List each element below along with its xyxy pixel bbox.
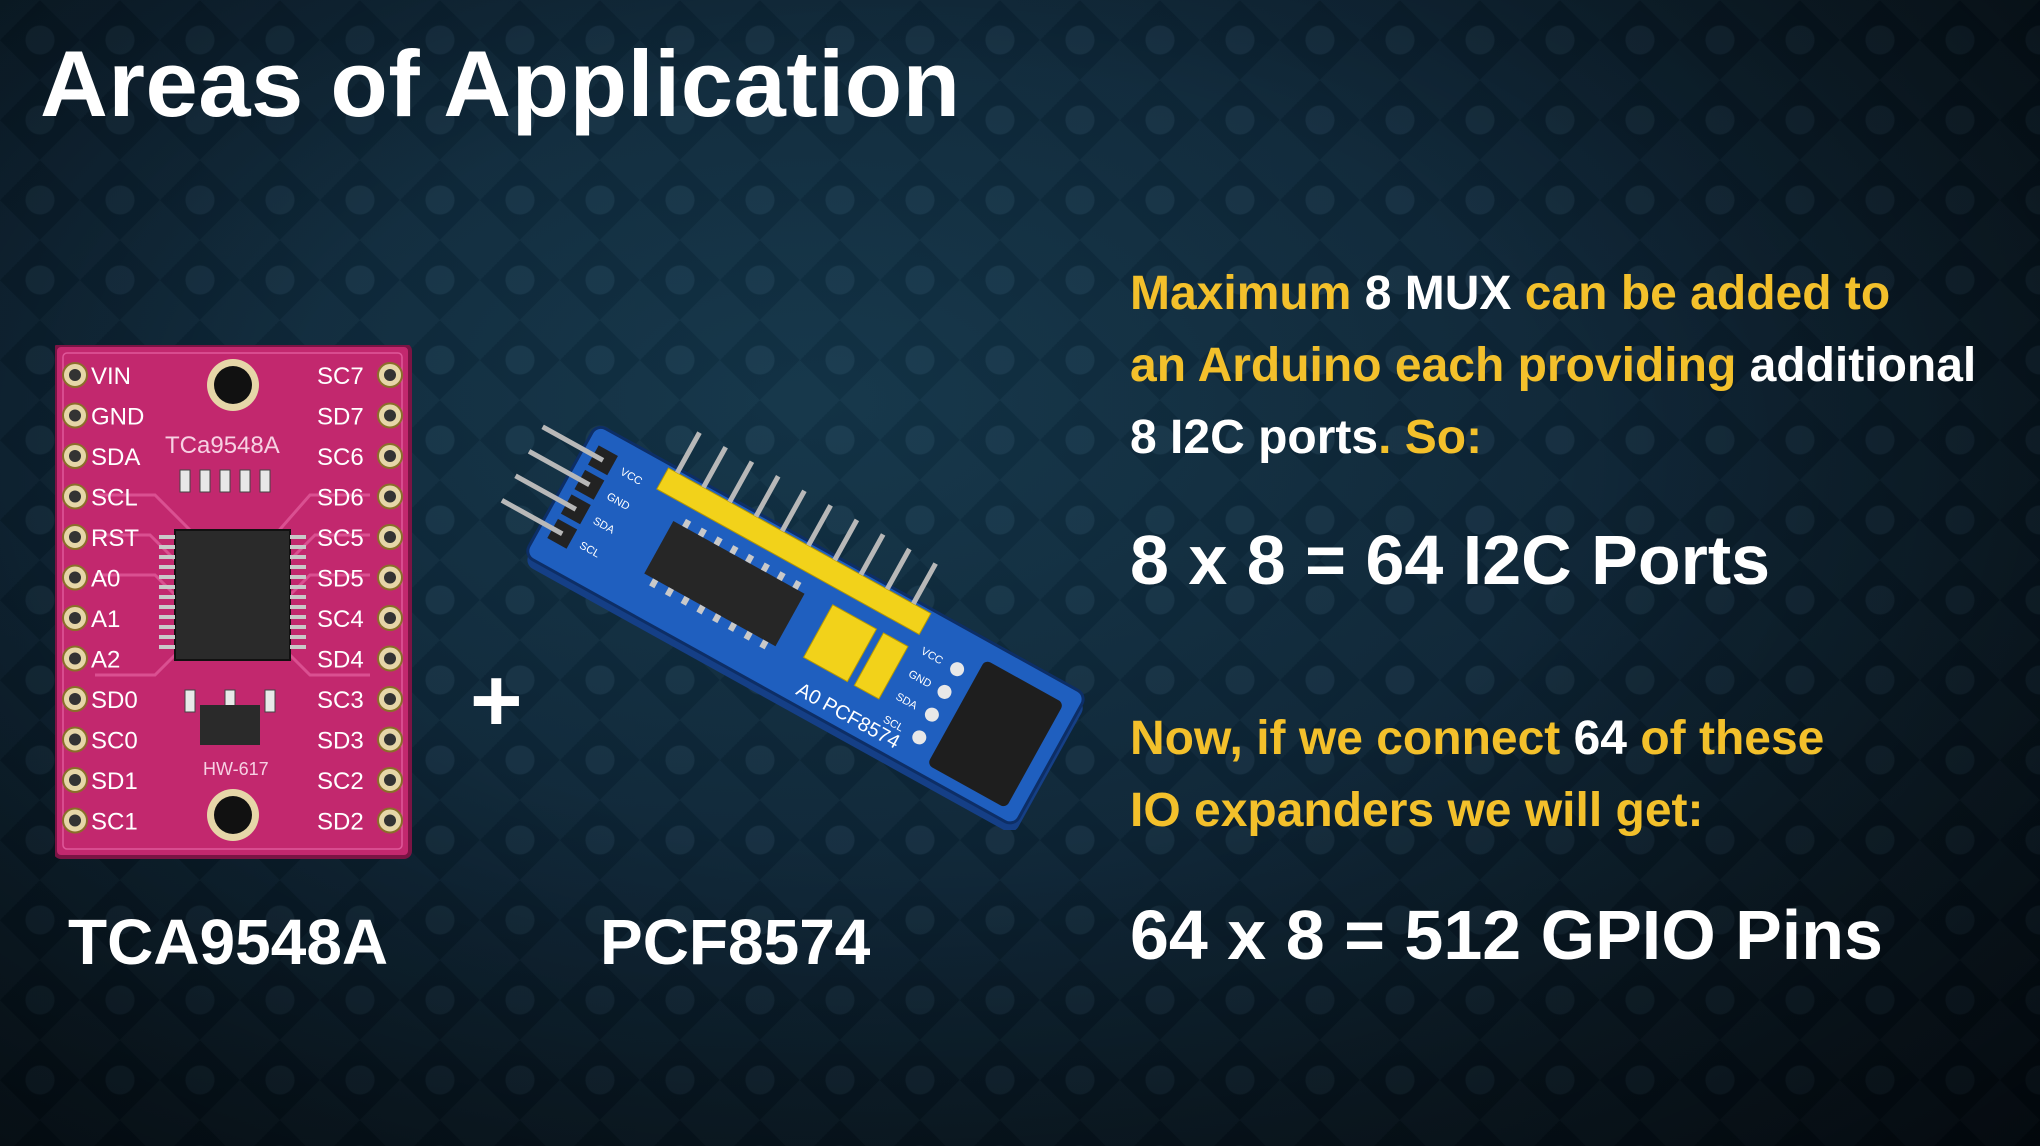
left-pin-label: VIN xyxy=(91,363,131,390)
equation-i2c-ports: 8 x 8 = 64 I2C Ports xyxy=(1130,521,1771,599)
text-highlight: Now, if we connect xyxy=(1130,712,1574,765)
right-pin-label: SD5 xyxy=(317,566,364,593)
pin-hole xyxy=(69,531,81,543)
text-highlight: Maximum xyxy=(1130,267,1365,320)
pin-hole xyxy=(384,814,396,827)
pin-hole xyxy=(69,409,81,422)
pin-hole xyxy=(69,774,81,786)
slide-title: Areas of Application xyxy=(40,31,961,136)
pin-hole xyxy=(384,490,396,503)
paragraph-line: an Arduino each providing additional xyxy=(1130,330,1976,402)
right-pin-label: SD7 xyxy=(317,404,364,431)
right-pin-label: SC5 xyxy=(317,525,364,552)
pin-hole xyxy=(69,571,81,584)
right-pin-label: SD6 xyxy=(317,485,364,512)
text-highlight: an Arduino each providing xyxy=(1130,339,1750,392)
left-pin-label: SC0 xyxy=(91,728,138,755)
tca9548a-label: TCA9548A xyxy=(68,906,389,978)
pin-hole xyxy=(384,450,396,462)
pin-hole xyxy=(69,450,81,462)
pin-hole xyxy=(384,369,396,381)
equation-gpio-pins: 64 x 8 = 512 GPIO Pins xyxy=(1130,896,1883,974)
left-pin-label: A0 xyxy=(91,566,120,593)
pin-hole xyxy=(384,733,396,746)
pin-hole xyxy=(69,490,81,503)
text-highlight: . So: xyxy=(1378,411,1483,464)
paragraph-line: 8 I2C ports. So: xyxy=(1130,402,1976,474)
text-white: 8 MUX xyxy=(1364,267,1512,320)
pin-hole xyxy=(69,814,81,827)
left-pin-label: SDA xyxy=(91,444,140,471)
pin-hole xyxy=(384,571,396,584)
text-highlight: of these xyxy=(1627,712,1825,765)
right-pin-label: SC6 xyxy=(317,444,364,471)
chip-silk-text: TCa9548A xyxy=(165,432,280,459)
right-pin-label: SD4 xyxy=(317,647,364,674)
paragraph-line: IO expanders we will get: xyxy=(1130,775,1824,847)
paragraph-expanders: Now, if we connect 64 of these IO expand… xyxy=(1130,703,1824,847)
right-pin-label: SC2 xyxy=(317,768,364,795)
pin-hole xyxy=(69,652,81,665)
pin-hole xyxy=(384,409,396,422)
paragraph-line: Maximum 8 MUX can be added to xyxy=(1130,258,1976,330)
pin-hole xyxy=(69,369,81,381)
pin-hole xyxy=(69,733,81,746)
pin-hole xyxy=(384,531,396,543)
left-pin-label: SD1 xyxy=(91,768,138,795)
left-pin-label: SCL xyxy=(91,485,138,512)
left-pin-label: A1 xyxy=(91,606,120,633)
model-silk-text: HW-617 xyxy=(203,759,269,779)
paragraph-mux: Maximum 8 MUX can be added to an Arduino… xyxy=(1130,258,1976,474)
right-pin-label: SC4 xyxy=(317,606,364,633)
pin-hole xyxy=(384,693,396,705)
left-pin-label: SD0 xyxy=(91,687,138,714)
right-pin-label: SC7 xyxy=(317,363,364,390)
plus-sign: + xyxy=(470,651,523,751)
left-pin-label: SC1 xyxy=(91,809,138,836)
pin-hole xyxy=(384,774,396,786)
right-pin-label: SD2 xyxy=(317,809,364,836)
right-pin-label: SC3 xyxy=(317,687,364,714)
pin-hole xyxy=(69,612,81,624)
left-pin-label: GND xyxy=(91,404,144,431)
text-white: additional xyxy=(1749,339,1977,392)
pin-hole xyxy=(69,693,81,705)
paragraph-line: Now, if we connect 64 of these xyxy=(1130,703,1824,775)
text-white: 64 xyxy=(1573,712,1627,765)
pcf8574-label: PCF8574 xyxy=(600,906,871,978)
left-pin-label: RST xyxy=(91,525,139,552)
text-highlight: IO expanders we will get: xyxy=(1130,784,1704,837)
pin-hole xyxy=(384,652,396,665)
pin-hole xyxy=(384,612,396,624)
text-highlight: can be added to xyxy=(1511,267,1891,320)
pcf8574-board-image: VCC GND SDA SCL VCC GND SDA SCL A0 PCF85… xyxy=(500,424,1085,830)
text-white: 8 I2C ports xyxy=(1130,411,1379,464)
right-pin-label: SD3 xyxy=(317,728,364,755)
left-pin-label: A2 xyxy=(91,647,120,674)
